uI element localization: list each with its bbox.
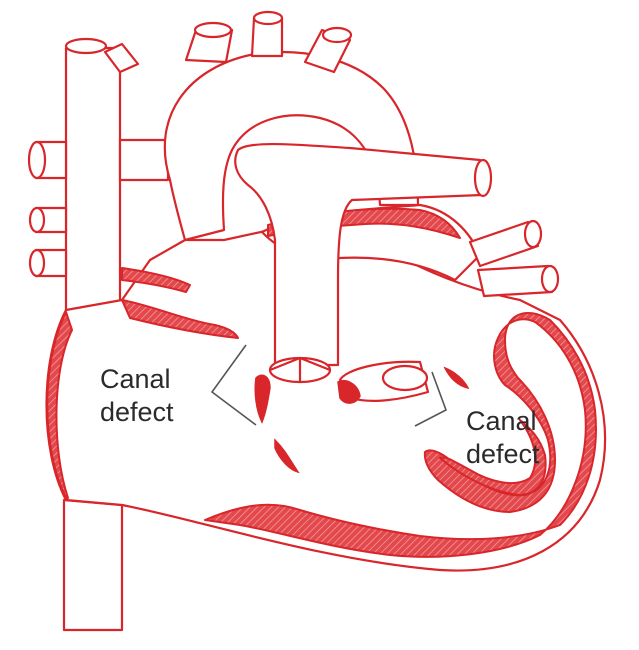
canal-defect-label-left-line1: Canal [100, 364, 171, 394]
canal-defect-label-right-line1: Canal [466, 406, 537, 436]
inferior-vena-cava [64, 500, 122, 630]
canal-defect-label-left-line2: defect [100, 397, 174, 427]
canal-defect-label-right-line2: defect [466, 439, 540, 469]
